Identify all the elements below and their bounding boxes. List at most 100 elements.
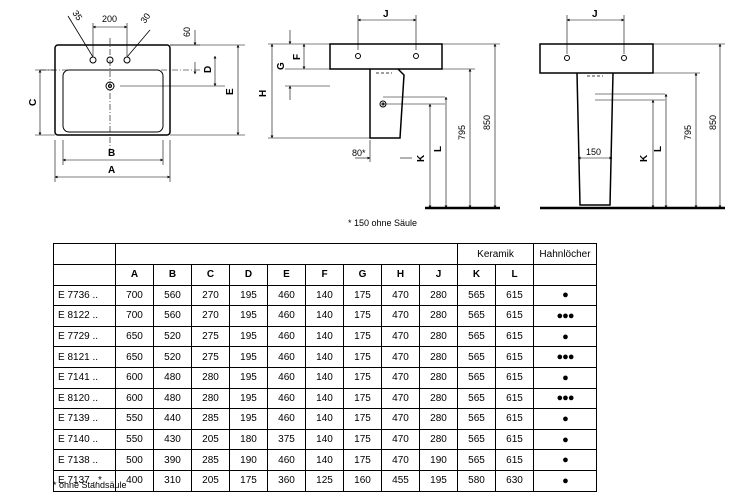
value-cell-b: 520 (153, 325, 192, 348)
value-cell-h: 470 (381, 325, 420, 348)
tap-holes-cell: ● (533, 449, 597, 471)
value-cell-e: 460 (267, 325, 306, 348)
group-header-keramik: Keramik (457, 243, 534, 265)
value-cell-h: 470 (381, 428, 420, 451)
value-cell-e: 460 (267, 408, 306, 430)
value-cell-e: 460 (267, 387, 306, 410)
value-cell-d: 195 (229, 408, 268, 430)
value-cell-e: 460 (267, 449, 306, 471)
dimensions-table: Keramik Hahnlöcher A B C D E F G H J K L… (53, 243, 597, 492)
dim-80-label: 80* (352, 148, 366, 158)
value-cell-j: 280 (419, 346, 458, 368)
label-e: E (225, 88, 236, 95)
value-cell-a: 700 (115, 305, 154, 327)
tap-holes-cell: ●●● (533, 305, 597, 327)
value-cell-e: 460 (267, 346, 306, 368)
basin-top-outline (54, 44, 171, 136)
value-cell-g: 175 (343, 346, 382, 368)
value-cell-j: 190 (419, 449, 458, 471)
value-cell-c: 280 (191, 387, 230, 410)
model-cell: E 8122 .. (53, 305, 116, 327)
value-cell-h: 470 (381, 305, 420, 327)
col-header-h: H (381, 264, 420, 286)
col-header-d: D (229, 264, 268, 286)
side-label-g: G (276, 62, 287, 70)
value-cell-c: 275 (191, 346, 230, 368)
label-a: A (108, 165, 115, 176)
value-cell-a: 700 (115, 284, 154, 307)
model-cell: E 8121 .. (53, 346, 116, 368)
value-cell-k: 565 (457, 408, 496, 430)
col-header-c: C (191, 264, 230, 286)
front-basin (539, 43, 654, 74)
value-cell-b: 480 (153, 366, 192, 389)
value-cell-a: 500 (115, 449, 154, 471)
front-dim-795: 795 (683, 125, 693, 140)
value-cell-b: 390 (153, 449, 192, 471)
value-cell-d: 195 (229, 284, 268, 307)
value-cell-l: 615 (495, 366, 534, 389)
side-label-k: K (416, 154, 427, 162)
side-basin (329, 43, 443, 70)
value-cell-d: 195 (229, 387, 268, 410)
side-label-f: F (292, 54, 303, 60)
basin-bowl-outline (62, 69, 164, 133)
label-c: C (28, 99, 39, 106)
side-dim-795: 795 (457, 125, 467, 140)
model-cell: E 8120 .. (53, 387, 116, 410)
dim-150-label: 150 (586, 147, 601, 157)
value-cell-h: 470 (381, 284, 420, 307)
model-header (53, 264, 116, 286)
value-cell-g: 175 (343, 366, 382, 389)
value-cell-k: 565 (457, 428, 496, 451)
header-spacer (115, 243, 458, 265)
col-header-j: J (419, 264, 458, 286)
value-cell-g: 175 (343, 284, 382, 307)
tap-hole-left (89, 56, 97, 64)
value-cell-l: 615 (495, 346, 534, 368)
value-cell-h: 455 (381, 469, 420, 492)
value-cell-d: 190 (229, 449, 268, 471)
value-cell-g: 175 (343, 428, 382, 451)
value-cell-k: 565 (457, 346, 496, 368)
front-label-j: J (592, 9, 598, 20)
value-cell-f: 140 (305, 346, 344, 368)
value-cell-f: 140 (305, 408, 344, 430)
value-cell-l: 615 (495, 428, 534, 451)
side-label-l: L (433, 146, 444, 152)
technical-drawing: 35 200 30 60 D E C B A (28, 8, 725, 210)
value-cell-g: 175 (343, 449, 382, 471)
value-cell-h: 470 (381, 449, 420, 471)
side-pedestal (369, 68, 405, 139)
value-cell-g: 175 (343, 305, 382, 327)
value-cell-g: 175 (343, 325, 382, 348)
value-cell-l: 615 (495, 387, 534, 410)
value-cell-a: 550 (115, 428, 154, 451)
value-cell-e: 460 (267, 305, 306, 327)
value-cell-c: 205 (191, 428, 230, 451)
col-header-e: E (267, 264, 306, 286)
value-cell-k: 565 (457, 387, 496, 410)
value-cell-c: 205 (191, 469, 230, 492)
front-view (539, 15, 725, 210)
value-cell-k: 565 (457, 325, 496, 348)
value-cell-c: 275 (191, 325, 230, 348)
value-cell-c: 280 (191, 366, 230, 389)
value-cell-j: 280 (419, 366, 458, 389)
value-cell-b: 310 (153, 469, 192, 492)
note-ohne-saeule: * 150 ohne Säule (348, 218, 418, 228)
group-header-hahnloecher: Hahnlöcher (533, 243, 597, 265)
value-cell-k: 580 (457, 469, 496, 492)
value-cell-h: 470 (381, 346, 420, 368)
front-label-k: K (639, 154, 650, 162)
value-cell-f: 140 (305, 387, 344, 410)
value-cell-b: 520 (153, 346, 192, 368)
col-header-g: G (343, 264, 382, 286)
col-header-l: L (495, 264, 534, 286)
col-header-f: F (305, 264, 344, 286)
